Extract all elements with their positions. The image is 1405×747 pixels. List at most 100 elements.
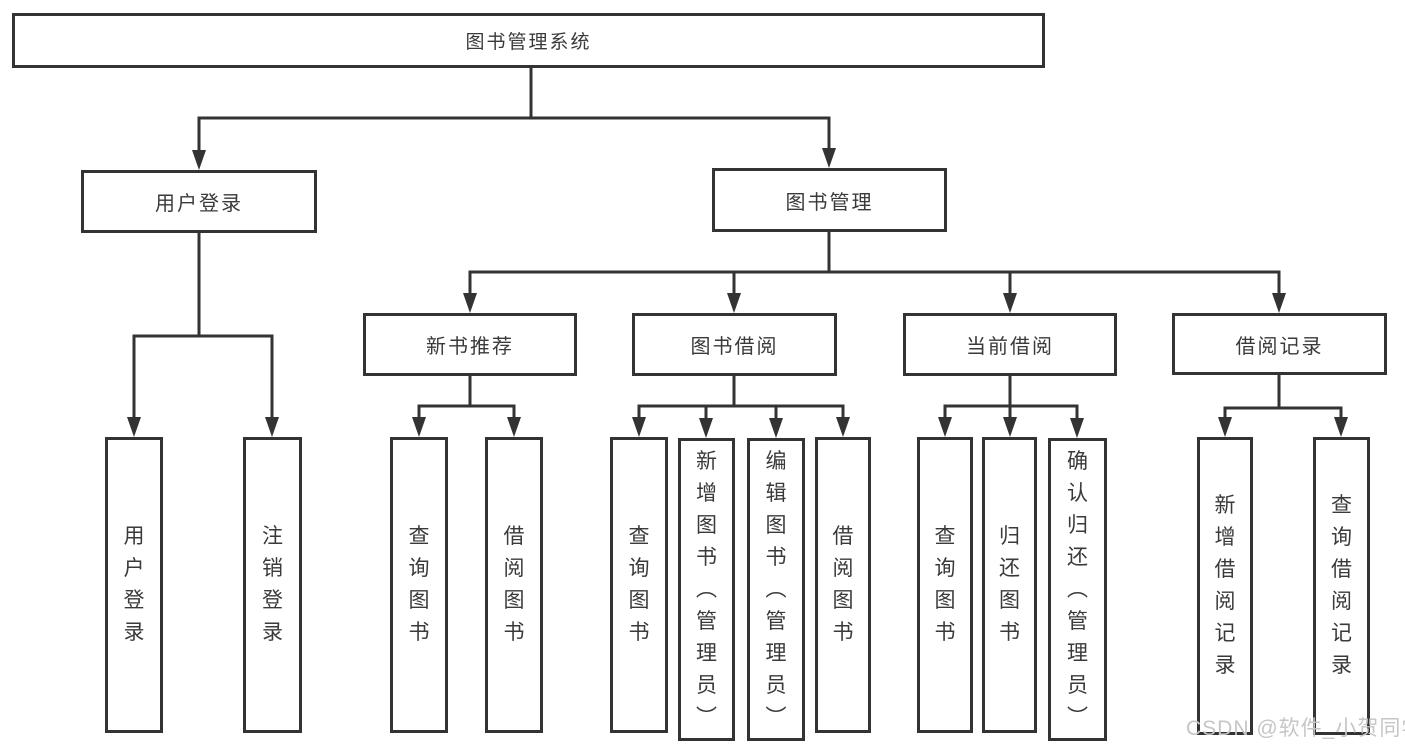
vertical-char: 书 bbox=[503, 621, 525, 644]
vertical-char: 书 bbox=[832, 621, 854, 644]
vertical-char: 辑 bbox=[765, 481, 787, 505]
vertical-char: 员 bbox=[1067, 673, 1088, 697]
vertical-char: 询 bbox=[628, 557, 650, 580]
connector-book-management bbox=[468, 230, 1281, 306]
vertical-char: 书 bbox=[696, 545, 717, 569]
connector-borrow-records bbox=[1223, 373, 1343, 430]
vertical-char: 户 bbox=[123, 557, 145, 580]
node-current-borrow: 当前借阅 bbox=[903, 313, 1117, 376]
vertical-char: 理 bbox=[1067, 641, 1088, 665]
vertical-char: 用 bbox=[123, 525, 145, 548]
vertical-char: 注 bbox=[262, 525, 283, 548]
vertical-char: 阅 bbox=[1214, 590, 1236, 613]
leaf-confirm-return-admin: 确认归还 ︵ 管理员 ︶ bbox=[1048, 438, 1107, 741]
vertical-char: 新 bbox=[696, 449, 717, 473]
vertical-char: 还 bbox=[999, 557, 1020, 580]
leaf-query-books-borrow: 查询图书 bbox=[610, 437, 668, 733]
vertical-char: 录 bbox=[262, 621, 283, 644]
vertical-char: 还 bbox=[1067, 545, 1088, 569]
vertical-char: 查 bbox=[934, 525, 956, 548]
vertical-char: 理 bbox=[765, 641, 787, 665]
leaf-query-books-recommend: 查询图书 bbox=[390, 437, 448, 733]
vertical-char: 录 bbox=[123, 621, 145, 644]
vertical-char: 增 bbox=[1214, 526, 1236, 549]
node-book-borrow: 图书借阅 bbox=[632, 313, 837, 376]
vertical-char: 记 bbox=[1331, 622, 1352, 645]
leaf-borrow-books: 借阅图书 bbox=[815, 437, 871, 733]
vertical-char: 图 bbox=[503, 589, 525, 612]
node-root: 图书管理系统 bbox=[12, 13, 1045, 68]
vertical-char: 图 bbox=[934, 589, 956, 612]
vertical-char: 查 bbox=[628, 525, 650, 548]
vertical-char: 书 bbox=[408, 621, 430, 644]
vertical-char: 确 bbox=[1067, 449, 1088, 473]
vertical-char: 书 bbox=[999, 621, 1020, 644]
vertical-char: 书 bbox=[934, 621, 956, 644]
leaf-logout-login: 注销登录 bbox=[243, 437, 302, 733]
vertical-char: 借 bbox=[1214, 558, 1236, 581]
vertical-char: 阅 bbox=[1331, 590, 1352, 613]
vertical-char: ︶ bbox=[1067, 705, 1088, 729]
vertical-char: 员 bbox=[765, 673, 787, 697]
vertical-char: 管 bbox=[1067, 609, 1088, 633]
vertical-char: 录 bbox=[1331, 654, 1352, 677]
vertical-char: ︶ bbox=[696, 705, 717, 729]
vertical-char: 管 bbox=[696, 609, 717, 633]
vertical-char: 图 bbox=[628, 589, 650, 612]
vertical-char: 查 bbox=[408, 525, 430, 548]
connector-root bbox=[197, 66, 831, 160]
vertical-char: 增 bbox=[696, 481, 717, 505]
vertical-char: 阅 bbox=[832, 557, 854, 580]
vertical-char: 查 bbox=[1331, 494, 1352, 517]
vertical-char: 询 bbox=[1331, 526, 1352, 549]
vertical-char: 归 bbox=[999, 525, 1020, 548]
node-borrow-records: 借阅记录 bbox=[1172, 313, 1387, 375]
vertical-char: 询 bbox=[934, 557, 956, 580]
vertical-char: 图 bbox=[999, 589, 1020, 612]
vertical-char: 借 bbox=[503, 525, 525, 548]
leaf-edit-book-admin: 编辑图书 ︵ 管理员 ︶ bbox=[747, 438, 805, 741]
vertical-char: 登 bbox=[123, 589, 145, 612]
vertical-char: 图 bbox=[408, 589, 430, 612]
vertical-char: 管 bbox=[765, 609, 787, 633]
leaf-add-book-admin: 新增图书 ︵ 管理员 ︶ bbox=[678, 438, 735, 741]
node-book-management: 图书管理 bbox=[712, 168, 947, 232]
vertical-char: 新 bbox=[1214, 494, 1236, 517]
connector-user-login bbox=[132, 231, 274, 430]
vertical-char: 登 bbox=[262, 589, 283, 612]
leaf-add-borrow-record: 新增借阅记录 bbox=[1197, 437, 1253, 735]
vertical-char: ︵ bbox=[696, 577, 717, 601]
vertical-char: ︶ bbox=[765, 705, 787, 729]
connector-new-book-recommend bbox=[417, 374, 516, 430]
vertical-char: 编 bbox=[765, 449, 787, 473]
arrowheads bbox=[127, 148, 1348, 438]
vertical-char: ︵ bbox=[765, 577, 787, 601]
vertical-char: 销 bbox=[262, 557, 283, 580]
vertical-char: 询 bbox=[408, 557, 430, 580]
vertical-char: 认 bbox=[1067, 481, 1088, 505]
vertical-char: 图 bbox=[832, 589, 854, 612]
vertical-char: 归 bbox=[1067, 513, 1088, 537]
node-user-login: 用户登录 bbox=[81, 170, 317, 233]
leaf-query-books-current: 查询图书 bbox=[917, 437, 973, 733]
connector-book-borrow bbox=[637, 374, 845, 431]
vertical-char: 图 bbox=[696, 513, 717, 537]
vertical-char: 借 bbox=[1331, 558, 1352, 581]
node-new-book-recommend: 新书推荐 bbox=[363, 313, 577, 376]
vertical-char: 理 bbox=[696, 641, 717, 665]
leaf-query-borrow-record: 查询借阅记录 bbox=[1313, 437, 1370, 735]
vertical-char: 记 bbox=[1214, 622, 1236, 645]
vertical-char: 书 bbox=[765, 545, 787, 569]
leaf-borrow-books-recommend: 借阅图书 bbox=[485, 437, 543, 733]
vertical-char: ︵ bbox=[1067, 577, 1088, 601]
leaf-user-login: 用户登录 bbox=[105, 437, 163, 733]
vertical-char: 录 bbox=[1214, 654, 1236, 677]
vertical-char: 书 bbox=[628, 621, 650, 644]
vertical-char: 借 bbox=[832, 525, 854, 548]
vertical-char: 员 bbox=[696, 673, 717, 697]
leaf-return-book: 归还图书 bbox=[982, 437, 1037, 733]
vertical-char: 阅 bbox=[503, 557, 525, 580]
vertical-char: 图 bbox=[765, 513, 787, 537]
